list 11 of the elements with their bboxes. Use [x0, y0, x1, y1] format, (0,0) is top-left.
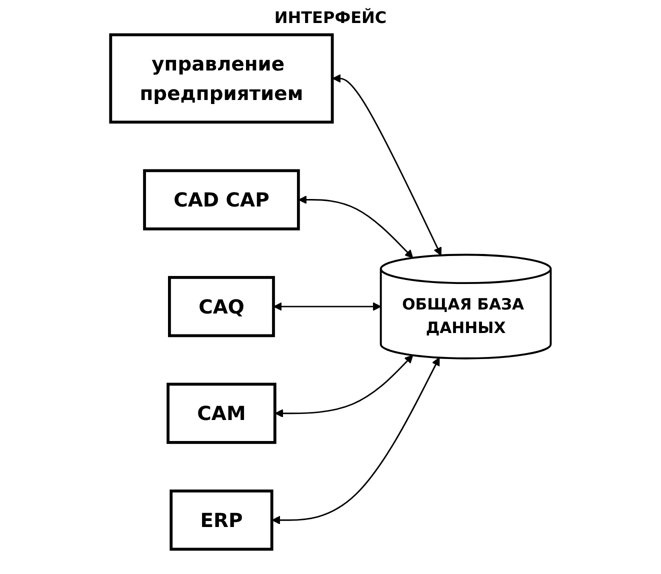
arrow — [273, 302, 382, 311]
interface-label: ИНТЕРФЕЙС — [274, 8, 387, 27]
node-box: CAQ — [168, 276, 275, 338]
node-box: ERP — [169, 490, 274, 551]
node-box: управление предприятием — [109, 33, 334, 124]
node-box: CAD CAP — [142, 169, 300, 230]
node-box: CAM — [166, 382, 276, 444]
arrow — [272, 357, 440, 524]
arrow — [274, 354, 413, 418]
arrow — [298, 196, 413, 258]
arrow — [332, 74, 442, 256]
